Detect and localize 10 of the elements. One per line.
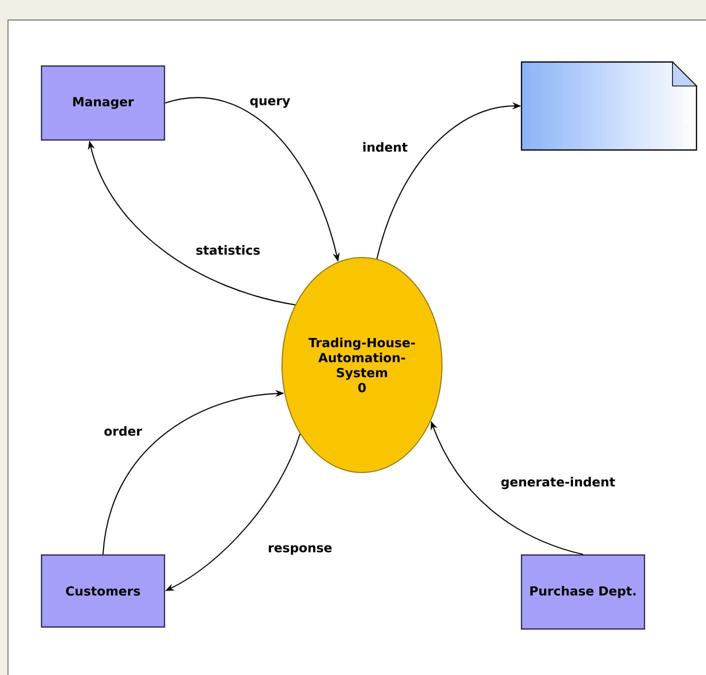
edge-label: response — [266, 544, 334, 556]
entity-box: Purchase Dept. — [520, 554, 646, 630]
entity-box: Manager — [40, 65, 166, 141]
edge-label: query — [248, 97, 292, 109]
edge-label: order — [102, 425, 144, 437]
edge-label: indent — [361, 141, 409, 153]
document-shape — [520, 61, 698, 151]
entity-box: Customers — [40, 554, 166, 628]
edge-label: statistics — [194, 244, 262, 256]
edge-label: generate-indent — [500, 476, 616, 490]
